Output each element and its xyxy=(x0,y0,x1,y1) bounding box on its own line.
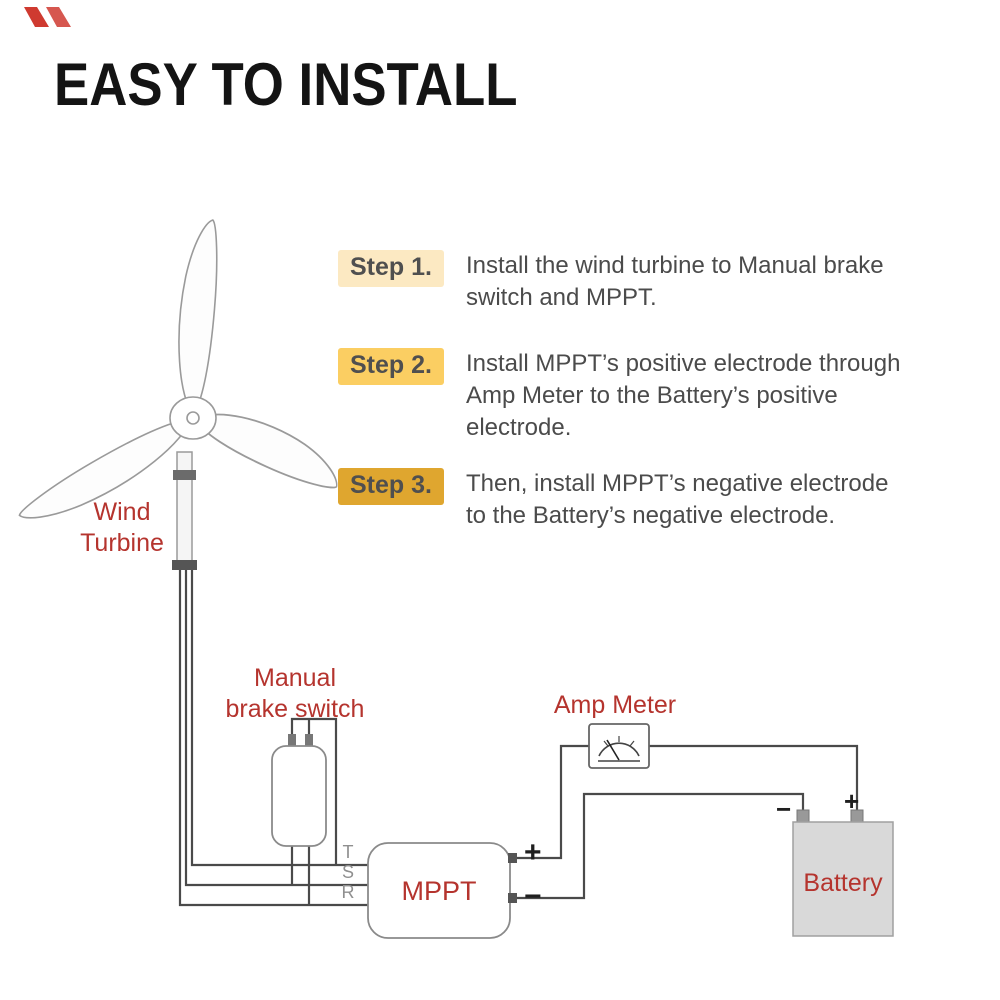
manual-brake-switch-icon xyxy=(271,734,327,847)
terminal-letter-r: R xyxy=(341,882,355,902)
brake-switch-body xyxy=(271,745,327,847)
step-3-text: Then, install MPPT’s negative electrode … xyxy=(465,470,889,529)
battery-icon xyxy=(792,809,894,937)
turbine-blade-up xyxy=(169,216,225,416)
page-title: EASY TO INSTALL xyxy=(54,51,518,118)
mppt-icon xyxy=(367,842,517,939)
tower-collar-top xyxy=(173,470,196,480)
step-3: Step 3. Then, install MPPT’s negative el… xyxy=(338,468,1000,532)
step-3-badge: Step 3. xyxy=(338,468,444,505)
battery-label: Battery xyxy=(803,869,883,897)
terminal-letter-s: S xyxy=(341,862,354,882)
tower-collar-bottom xyxy=(172,560,197,570)
amp-meter-label: Amp Meter xyxy=(553,691,677,719)
step-2-badge: Step 2. xyxy=(338,348,444,385)
brake-terminal-right xyxy=(305,734,313,746)
battery-body xyxy=(792,821,894,937)
step-1-badge: Step 1. xyxy=(338,250,444,287)
positive-wire-to-meter xyxy=(510,744,589,860)
meter-arc xyxy=(598,742,640,757)
mppt-label: MPPT xyxy=(401,876,477,906)
meter-needle xyxy=(606,739,620,761)
mppt-positive-terminal xyxy=(508,853,517,863)
wind-turbine-label: Wind Turbine xyxy=(80,498,164,558)
turbine-wire-r xyxy=(178,570,368,907)
terminal-letter-t: T xyxy=(342,842,354,862)
step-2-text: Install MPPT’s positive electrode throug… xyxy=(465,350,901,441)
negative-wire-to-battery xyxy=(510,792,805,900)
brand-logo-icon xyxy=(24,7,71,27)
mppt-plus-sign: + xyxy=(524,836,542,869)
amp-meter-body xyxy=(588,723,650,769)
turbine-hub-nose xyxy=(186,411,200,425)
step-2: Step 2. Install MPPT’s positive electrod… xyxy=(338,348,1000,444)
manual-brake-switch-label: Manual brake switch xyxy=(225,664,365,724)
wind-turbine-icon xyxy=(13,216,349,570)
positive-wire-to-battery xyxy=(649,744,859,810)
mppt-negative-terminal xyxy=(508,893,517,903)
turbine-wire-s xyxy=(184,570,368,887)
step-1-text: Install the wind turbine to Manual brake… xyxy=(465,252,884,311)
battery-minus-sign: − xyxy=(776,794,792,824)
step-1: Step 1. Install the wind turbine to Manu… xyxy=(338,250,1000,314)
battery-negative-terminal xyxy=(796,809,810,824)
amp-meter-icon xyxy=(588,723,650,769)
battery-plus-sign: + xyxy=(844,786,860,816)
brake-terminal-left xyxy=(288,734,296,746)
brake-switch-top-wire xyxy=(290,717,338,865)
mppt-body xyxy=(367,842,511,939)
mppt-minus-sign: − xyxy=(524,880,542,913)
